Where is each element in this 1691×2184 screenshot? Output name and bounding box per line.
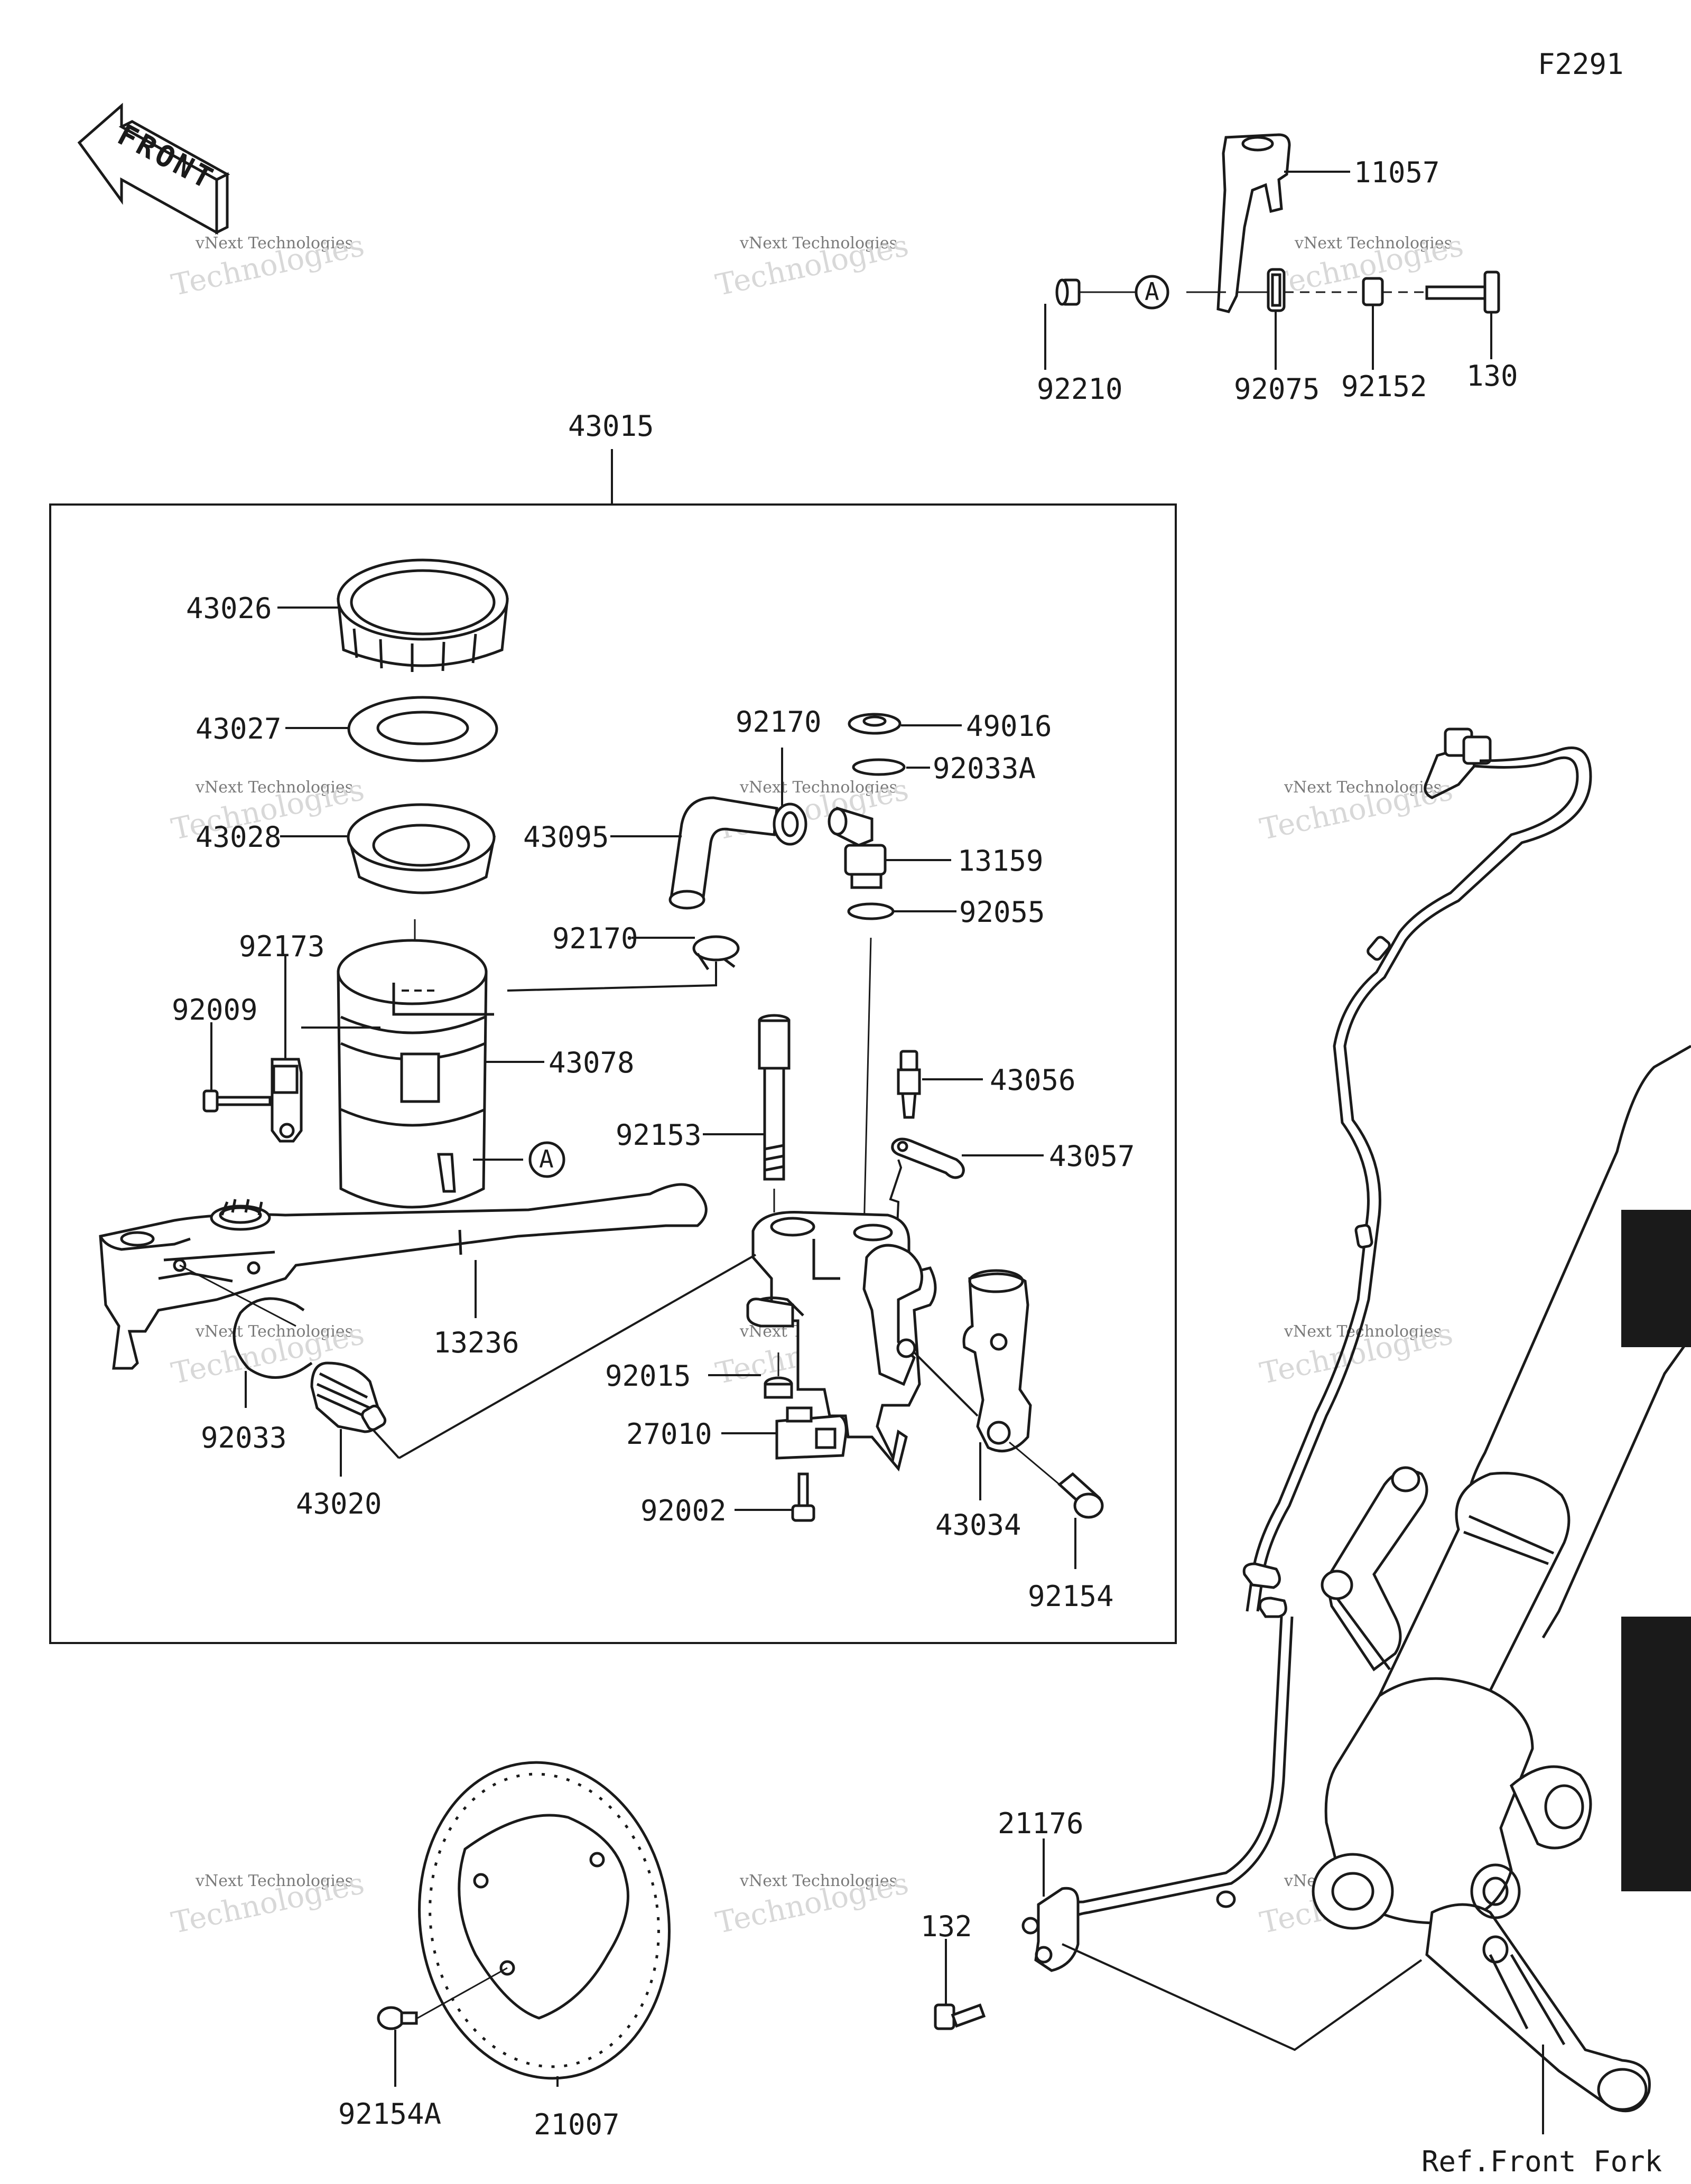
part-label-92075: 92075 <box>1234 372 1320 406</box>
part-label-92033A: 92033A <box>933 752 1036 785</box>
nut-part <box>1055 278 1081 306</box>
brake-switch-part <box>775 1406 848 1460</box>
part-label-21007: 21007 <box>534 2108 620 2141</box>
callout-a-circle <box>528 1141 565 1178</box>
diaphragm-part <box>347 803 496 894</box>
grommet-part <box>1267 268 1286 312</box>
diaphragm-plate-part <box>347 696 498 762</box>
diagram-code: F2291 <box>1538 48 1624 81</box>
callout-a-circle <box>1135 275 1169 310</box>
dust-cap-part <box>848 713 902 735</box>
part-label-43078: 43078 <box>549 1046 635 1079</box>
hose-fitting-part <box>828 806 887 889</box>
part-label-92002: 92002 <box>640 1494 727 1527</box>
bracket-group: A <box>1044 133 1500 370</box>
part-label-43057: 43057 <box>1049 1140 1135 1173</box>
part-label-92015: 92015 <box>605 1359 691 1393</box>
hose-clip-part <box>692 935 740 970</box>
watermark-text: vNext Technologies <box>739 1872 897 1890</box>
watermark-text: vNext Technologies <box>195 1872 353 1890</box>
clamp-bolt-part <box>1009 1441 1104 1519</box>
hose-clip-part <box>773 802 807 846</box>
screw-part-92002 <box>791 1472 815 1522</box>
part-label-27010: 27010 <box>626 1417 712 1451</box>
part-label-43027: 43027 <box>196 712 282 745</box>
master-cylinder-body <box>746 1210 937 1472</box>
handlebar-clamp-part <box>962 1269 1032 1453</box>
part-label-132: 132 <box>921 1910 972 1943</box>
wheel-speed-sensor-part <box>1021 1887 1080 1972</box>
watermark-text: vNext Technologies <box>195 234 353 253</box>
part-label-92154A: 92154A <box>338 2097 441 2131</box>
watermark-text: vNext Technologies <box>1294 234 1452 253</box>
watermark-text: vNext Technologies <box>1284 778 1442 797</box>
screw-part <box>202 1089 272 1113</box>
collar-part <box>1362 277 1384 306</box>
watermark: vNext Technologies Technologies <box>713 229 912 303</box>
part-label-43026: 43026 <box>186 592 272 625</box>
assembly-box <box>49 503 1177 1644</box>
front-arrow-icon: FRONT <box>77 102 230 235</box>
bleeder-cap-part <box>891 1137 965 1179</box>
index-tab <box>1621 1617 1691 1891</box>
part-label-43034: 43034 <box>935 1508 1021 1542</box>
watermark: vNext Technologies Technologies <box>169 1866 367 1941</box>
part-label-92055: 92055 <box>959 895 1045 929</box>
callout-a-label: A <box>1145 277 1159 306</box>
abs-rotor-part <box>418 1761 671 2080</box>
part-label-43056: 43056 <box>990 1063 1076 1097</box>
bracket-part <box>1216 133 1291 313</box>
index-tab <box>1621 1210 1691 1347</box>
sensor-bolt-part <box>934 2003 986 2030</box>
part-label-92009: 92009 <box>172 993 258 1026</box>
reservoir-cap-part <box>337 558 509 672</box>
circlip-part <box>852 758 906 776</box>
watermark-text: vNext Technologies <box>195 778 353 797</box>
part-label-11057: 11057 <box>1354 156 1440 189</box>
part-label-92170-lower: 92170 <box>552 922 638 955</box>
watermark: vNext Technologies Technologies <box>169 229 367 303</box>
part-label-92152: 92152 <box>1341 370 1427 403</box>
reservoir-hose-part <box>668 796 778 910</box>
bolt-part <box>1425 270 1500 314</box>
front-fork <box>1312 1044 1691 2113</box>
part-label-92154: 92154 <box>1028 1580 1114 1613</box>
part-label-49016: 49016 <box>966 710 1052 743</box>
part-label-43028: 43028 <box>196 820 282 854</box>
ref-label: Ref.Front Fork <box>1421 2145 1662 2178</box>
part-label-43020: 43020 <box>296 1487 382 1520</box>
part-label-92170-upper: 92170 <box>736 705 822 739</box>
watermark-text: vNext Technologies <box>739 234 897 253</box>
rotor-bolt-part <box>377 2006 418 2030</box>
piston-part <box>310 1361 387 1433</box>
part-label-13159: 13159 <box>958 844 1044 878</box>
pivot-bolt-part <box>758 1014 791 1181</box>
part-label-92210: 92210 <box>1037 372 1123 406</box>
watermark-text: vNext Technologies <box>195 1322 353 1341</box>
o-ring-part <box>847 902 895 920</box>
part-label-92153: 92153 <box>616 1118 702 1152</box>
reservoir-bracket-part <box>271 1058 303 1143</box>
watermark: vNext Technologies Technologies <box>1257 1317 1456 1392</box>
part-label-92173: 92173 <box>239 930 325 963</box>
reservoir-tank-part <box>337 919 494 1209</box>
switch-screw-part <box>764 1352 793 1399</box>
part-label-92033: 92033 <box>201 1421 287 1454</box>
callout-a-label: A <box>539 1145 554 1173</box>
lever-circlip-part <box>179 1264 313 1379</box>
bleeder-valve-part <box>897 1050 921 1119</box>
part-label-130: 130 <box>1466 359 1518 393</box>
part-label-21176: 21176 <box>998 1807 1084 1840</box>
watermark: vNext Technologies Technologies <box>713 1866 912 1941</box>
assembly-label: 43015 <box>568 409 654 443</box>
brake-lever-part <box>99 1183 708 1370</box>
part-label-13236: 13236 <box>433 1326 519 1359</box>
watermark-text: vNext Technologies <box>739 778 897 797</box>
part-label-43095: 43095 <box>523 820 609 854</box>
